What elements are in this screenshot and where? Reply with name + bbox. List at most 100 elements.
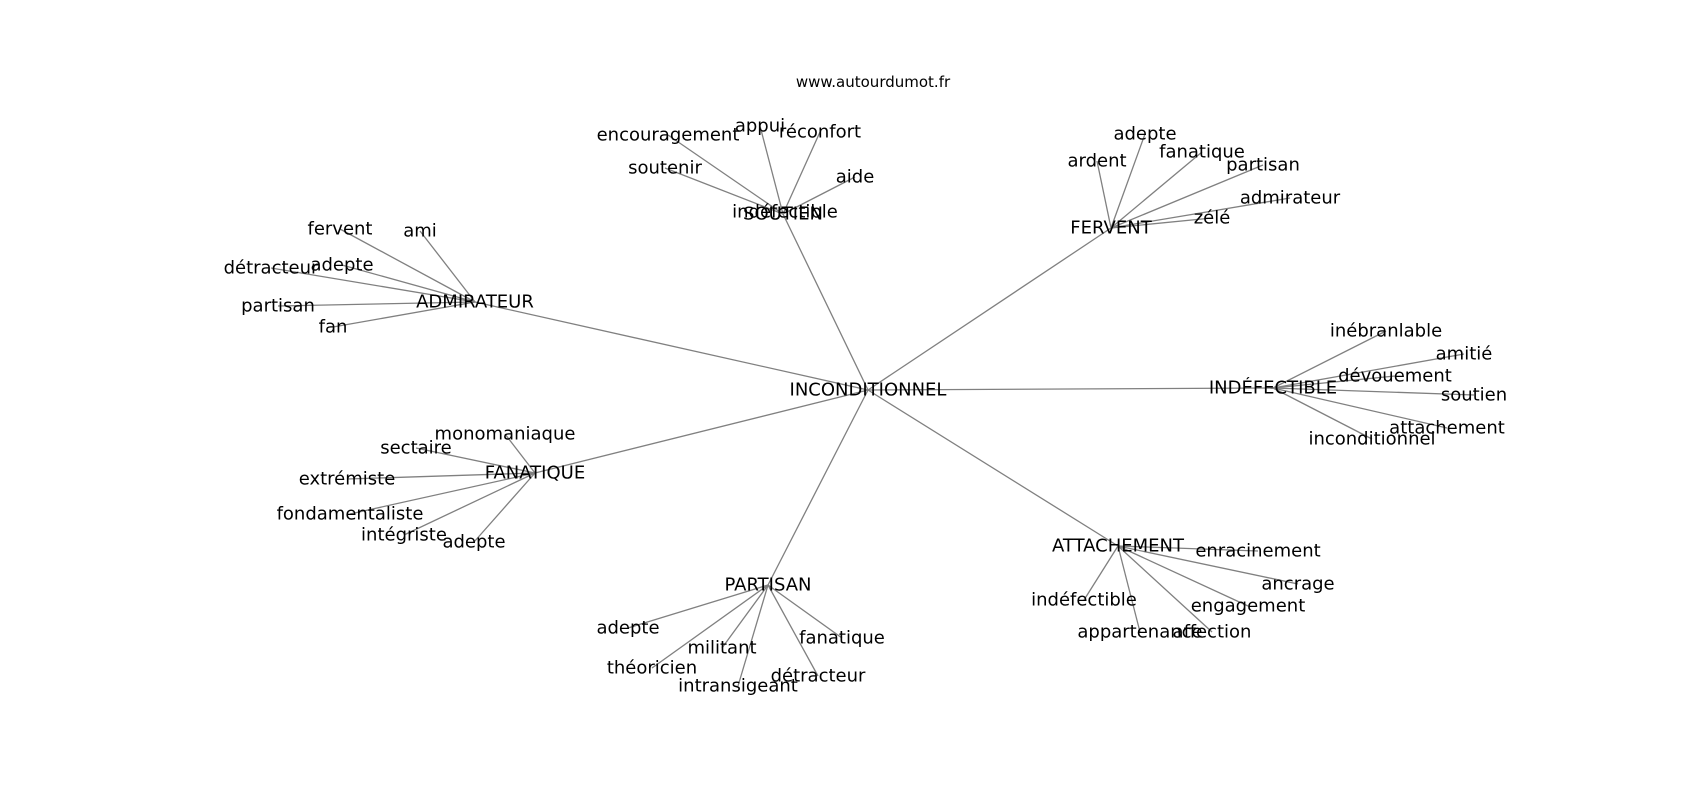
leaf-word-label: ancrage (1261, 574, 1334, 595)
leaf-word-label: intégriste (361, 525, 447, 546)
hub-word-label: FERVENT (1070, 218, 1152, 239)
leaf-word-label: encouragement (597, 125, 740, 146)
edge-hub-to-leaf (767, 584, 843, 639)
leaf-word-label: indéfectible (732, 202, 838, 223)
leaf-word-label: aide (836, 167, 875, 188)
edge-hub-to-leaf (1117, 545, 1249, 607)
edge-hub-to-leaf (664, 167, 784, 215)
edge-hub-to-leaf (1272, 353, 1465, 389)
edge-hub-to-leaf (1110, 197, 1291, 229)
leaf-word-label: extrémiste (299, 469, 396, 490)
edge-hub-to-leaf (346, 472, 536, 480)
leaf-word-label: fervent (307, 219, 372, 240)
edge-hub-to-leaf (1272, 387, 1475, 396)
edge-hub-to-leaf (332, 301, 476, 328)
edge-hub-to-leaf (415, 447, 536, 474)
leaf-word-label: partisan (1226, 155, 1300, 176)
edge-hub-to-leaf (721, 584, 769, 649)
leaf-word-label: fanatique (1159, 142, 1245, 163)
leaf-word-label: détracteur (771, 666, 866, 687)
edge-hub-to-leaf (627, 584, 769, 629)
leaf-word-label: sectaire (380, 438, 452, 459)
leaf-word-label: fanatique (799, 628, 885, 649)
leaf-word-label: ami (403, 221, 437, 242)
edge-hub-to-leaf (782, 211, 786, 215)
edge-hub-to-leaf (1110, 217, 1213, 229)
edge-hub-to-leaf (1272, 375, 1396, 389)
leaf-word-label: inébranlable (1330, 321, 1442, 342)
edge-center-to-hub (867, 227, 1112, 391)
leaf-word-label: indéfectible (1031, 590, 1137, 611)
edge-center-to-hub (767, 389, 869, 586)
leaf-word-label: adepte (1113, 124, 1176, 145)
hub-word-label: ADMIRATEUR (416, 292, 534, 313)
edge-center-to-hub (534, 389, 869, 474)
edge-hub-to-leaf (1110, 151, 1203, 229)
edge-hub-to-leaf (1117, 545, 1141, 633)
edge-hub-to-leaf (277, 301, 476, 307)
edge-hub-to-leaf (341, 264, 476, 303)
edge-center-to-hub (867, 389, 1119, 547)
center-word-label: INCONDITIONNEL (790, 380, 947, 401)
leaf-word-label: partisan (241, 296, 315, 317)
leaf-word-label: attachement (1389, 418, 1505, 439)
leaf-word-label: engagement (1191, 596, 1306, 617)
edge-hub-to-leaf (1117, 545, 1213, 633)
edge-hub-to-leaf (1110, 164, 1264, 229)
edge-hub-to-leaf (1110, 133, 1146, 229)
edge-hub-to-leaf (339, 228, 476, 303)
leaf-word-label: réconfort (779, 122, 861, 143)
edge-hub-to-leaf (270, 267, 476, 303)
edge-hub-to-leaf (782, 131, 821, 215)
edge-hub-to-leaf (349, 472, 536, 515)
leaf-word-label: appui (735, 116, 785, 137)
leaf-word-label: amitié (1436, 344, 1493, 365)
leaf-word-label: intransigeant (678, 676, 798, 697)
edge-center-to-hub (782, 213, 869, 391)
hub-word-label: PARTISAN (724, 575, 811, 596)
leaf-word-label: monomaniaque (435, 424, 576, 445)
leaf-word-label: admirateur (1240, 188, 1341, 209)
leaf-word-label: militant (687, 638, 756, 659)
leaf-word-label: affection (1173, 622, 1252, 643)
edge-hub-to-leaf (1083, 545, 1119, 601)
hub-word-label: FANATIQUE (485, 463, 585, 484)
edge-hub-to-leaf (782, 176, 856, 215)
edge-hub-to-leaf (737, 584, 769, 687)
graph-edges (270, 125, 1475, 687)
leaf-word-label: dévouement (1338, 366, 1452, 387)
leaf-word-label: zélé (1194, 208, 1231, 229)
edge-hub-to-leaf (767, 584, 819, 677)
edge-hub-to-leaf (651, 584, 769, 669)
leaf-word-label: théoricien (607, 658, 697, 679)
edge-center-to-hub (474, 301, 869, 391)
hub-word-label: INDÉFECTIBLE (1209, 377, 1337, 399)
leaf-word-label: fan (319, 317, 348, 338)
edge-hub-to-leaf (419, 230, 476, 303)
edge-hub-to-leaf (1096, 160, 1112, 229)
edge-center-to-hub (867, 387, 1274, 391)
leaf-word-label: appartenance (1077, 622, 1202, 643)
edge-hub-to-leaf (403, 472, 536, 536)
hub-word-label: SOUTIEN (743, 204, 823, 225)
leaf-word-label: enracinement (1195, 541, 1320, 562)
leaf-word-label: adepte (596, 618, 659, 639)
leaf-word-label: adepte (310, 255, 373, 276)
edge-hub-to-leaf (667, 134, 784, 215)
edge-hub-to-leaf (1272, 387, 1448, 429)
leaf-word-label: fondamentaliste (277, 504, 424, 525)
leaf-word-label: adepte (442, 532, 505, 553)
watermark: www.autourdumot.fr (796, 73, 951, 91)
leaf-word-label: ardent (1067, 151, 1126, 172)
edge-hub-to-leaf (1117, 545, 1299, 585)
leaf-word-label: soutien (1441, 385, 1507, 406)
hub-word-label: ATTACHEMENT (1052, 536, 1185, 557)
edge-hub-to-leaf (473, 472, 536, 543)
leaf-word-label: soutenir (628, 158, 702, 179)
leaf-word-label: détracteur (224, 258, 319, 279)
edge-hub-to-leaf (759, 125, 784, 215)
edge-hub-to-leaf (1272, 330, 1387, 389)
